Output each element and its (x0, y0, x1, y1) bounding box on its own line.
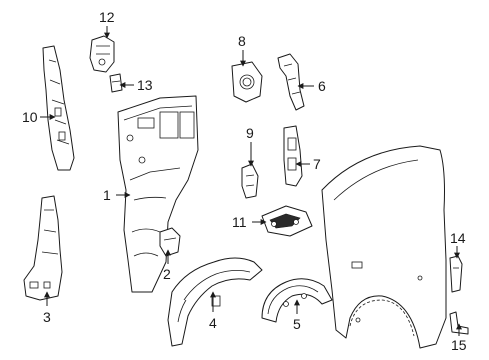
part-4-wheel-liner[interactable] (167, 257, 263, 347)
callout-3: 3 (43, 309, 51, 325)
part-8-panel[interactable] (231, 61, 263, 103)
part-9-bracket[interactable] (241, 163, 259, 199)
part-12-bracket[interactable] (89, 35, 115, 73)
callout-numbers: 1 2 3 4 5 6 7 8 9 10 11 12 13 14 15 (22, 9, 467, 353)
part-11-module[interactable] (261, 205, 313, 237)
part-15-clip[interactable] (449, 311, 469, 335)
callout-11: 11 (232, 214, 247, 230)
callout-15: 15 (451, 337, 467, 353)
callout-13: 13 (137, 77, 153, 93)
part-7-strip[interactable] (283, 125, 303, 187)
callout-10: 10 (22, 109, 38, 125)
part-5-fender[interactable] (261, 278, 333, 323)
part-14-clip[interactable] (449, 255, 463, 293)
callout-5: 5 (293, 316, 301, 332)
callout-8: 8 (238, 33, 246, 49)
leader-lines (40, 26, 462, 336)
rear-body-panel[interactable] (321, 145, 447, 349)
callout-4: 4 (209, 315, 217, 331)
callout-1: 1 (103, 187, 111, 203)
part-3-lower-pillar[interactable] (23, 195, 63, 301)
callout-14: 14 (450, 230, 466, 246)
callout-7: 7 (313, 156, 321, 172)
callout-6: 6 (318, 78, 326, 94)
part-6-strip[interactable] (277, 53, 305, 111)
part-13-clip[interactable] (109, 73, 123, 93)
callout-9: 9 (246, 125, 254, 141)
callout-12: 12 (99, 9, 115, 25)
part-2-bracket[interactable] (159, 227, 181, 257)
callout-2: 2 (163, 266, 171, 282)
part-10-pillar[interactable] (42, 45, 75, 171)
part-1-inner-panel[interactable] (117, 95, 199, 293)
